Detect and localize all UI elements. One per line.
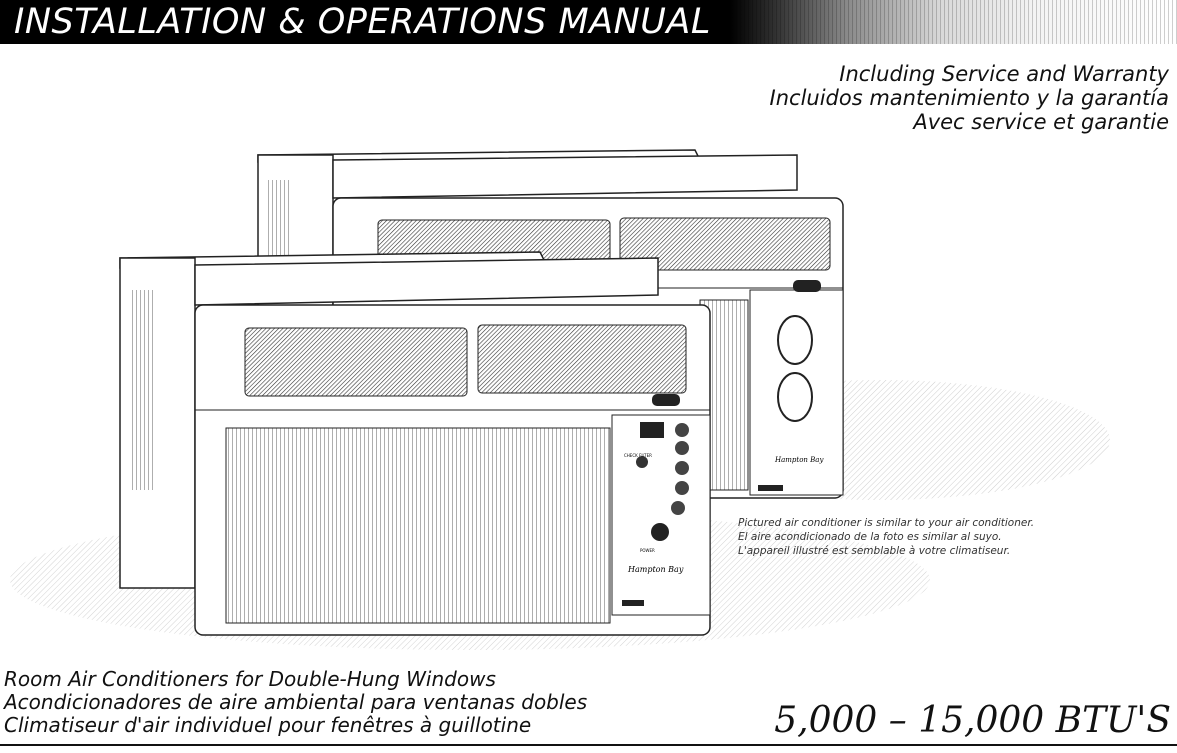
subtitle-english: Including Service and Warranty <box>839 62 1169 86</box>
check-filter-label: CHECK FILTER <box>624 453 652 458</box>
title-banner: INSTALLATION & OPERATIONS MANUAL <box>0 0 1177 44</box>
caption-french: L'appareil illustré est semblable à votr… <box>738 545 1011 557</box>
subtitle-block: Including Service and Warranty Incluidos… <box>770 62 1169 134</box>
manual-title: INSTALLATION & OPERATIONS MANUAL <box>14 2 711 42</box>
front-unit: Hampton Bay CHECK FILTER POWER <box>119 251 711 636</box>
bottom-rule <box>0 744 1177 746</box>
caption-spanish: El aire acondicionado de la foto es simi… <box>738 531 1002 543</box>
product-description: Room Air Conditioners for Double-Hung Wi… <box>4 668 587 737</box>
caption-english: Pictured air conditioner is similar to y… <box>738 517 1035 529</box>
back-brand-label: Hampton Bay <box>774 456 824 464</box>
air-conditioner-illustration: Hampton Bay Hampton Bay CHECK FILTER POW… <box>10 149 1110 650</box>
subtitle-french: Avec service et garantie <box>913 110 1169 134</box>
banner-gradient-stripes <box>720 0 1177 44</box>
illustration-caption: Pictured air conditioner is similar to y… <box>738 516 1034 558</box>
description-spanish: Acondicionadores de aire ambiental para … <box>4 690 588 714</box>
power-label: POWER <box>640 548 655 553</box>
front-brand-label: Hampton Bay <box>627 565 684 574</box>
description-french: Climatiseur d'air individuel pour fenêtr… <box>4 713 532 737</box>
btu-range: 5,000 – 15,000 BTU'S <box>774 700 1171 741</box>
subtitle-spanish: Incluidos mantenimiento y la garantía <box>769 86 1169 110</box>
description-english: Room Air Conditioners for Double-Hung Wi… <box>4 667 496 691</box>
